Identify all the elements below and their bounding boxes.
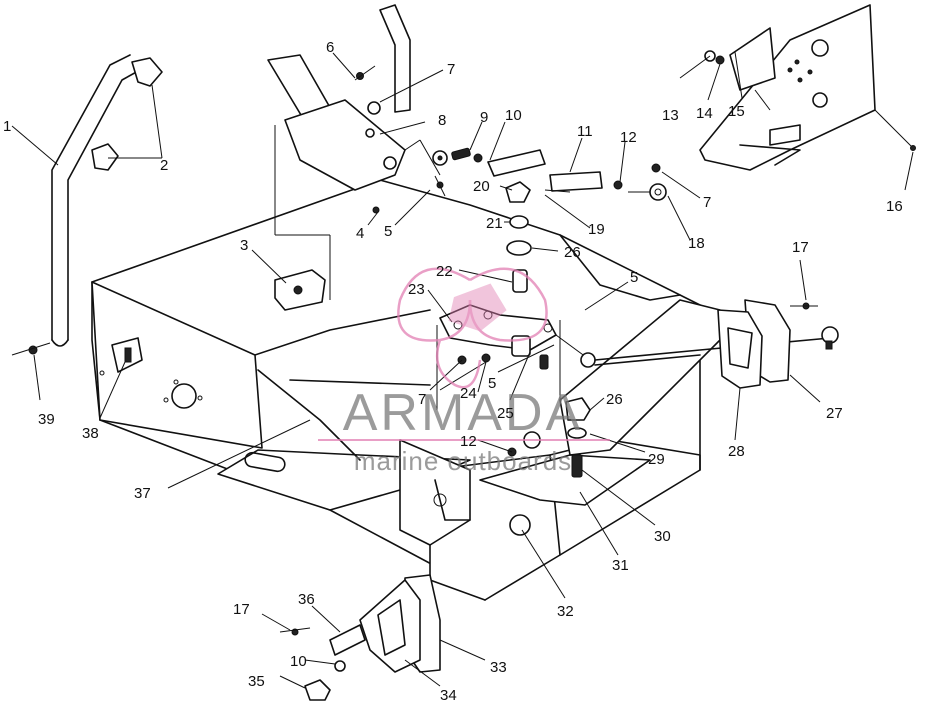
- callout-26-upper: 26: [564, 244, 581, 261]
- callout-17-lower: 17: [233, 601, 250, 618]
- callout-25: 25: [497, 405, 514, 422]
- callout-22: 22: [436, 263, 453, 280]
- mount-brackets-right: [717, 299, 818, 389]
- leader-lines: [11, 51, 914, 689]
- callout-36: 36: [298, 591, 315, 608]
- callout-5-right: 5: [630, 269, 638, 286]
- watermark-logo: [397, 267, 548, 389]
- callout-16: 16: [886, 198, 903, 215]
- callout-33: 33: [490, 659, 507, 676]
- frame-body: [91, 179, 721, 601]
- watermark-tagline-text: marine outboards: [354, 446, 572, 476]
- linkage-hardware: [354, 65, 667, 293]
- callout-3: 3: [240, 237, 248, 254]
- callout-6: 6: [326, 39, 334, 56]
- callout-17-right: 17: [792, 239, 809, 256]
- tiller-hoop: [51, 54, 163, 347]
- callout-7-center: 7: [418, 391, 426, 408]
- callout-5-upper: 5: [384, 223, 392, 240]
- callout-11: 11: [577, 123, 593, 140]
- callout-23: 23: [408, 281, 425, 298]
- callout-29: 29: [648, 451, 665, 468]
- callout-5-lower: 5: [488, 375, 496, 392]
- callout-20: 20: [473, 178, 490, 195]
- callout-24: 24: [460, 385, 477, 402]
- lower-hardware: [507, 397, 591, 478]
- callout-13: 13: [662, 107, 679, 124]
- callout-10-upper: 10: [505, 107, 522, 124]
- callout-27: 27: [826, 405, 843, 422]
- engine-plate: [699, 4, 916, 171]
- callout-26-lower: 26: [606, 391, 623, 408]
- callout-30: 30: [654, 528, 671, 545]
- callout-7-right: 7: [703, 194, 711, 211]
- callout-2: 2: [160, 157, 168, 174]
- callout-34: 34: [440, 687, 457, 704]
- watermark-brand-text: ARMADA: [343, 384, 583, 442]
- callout-21: 21: [486, 215, 503, 232]
- callout-37: 37: [134, 485, 151, 502]
- callout-35: 35: [248, 673, 265, 690]
- callout-9: 9: [480, 109, 488, 126]
- watermark: ARMADA marine outboards: [318, 267, 610, 476]
- callout-12-lower: 12: [460, 433, 477, 450]
- callout-1: 1: [3, 118, 11, 135]
- callout-28: 28: [728, 443, 745, 460]
- callout-38: 38: [82, 425, 99, 442]
- callout-32: 32: [557, 603, 574, 620]
- lower-pivot: [279, 574, 441, 701]
- callout-7-top: 7: [447, 61, 455, 78]
- callout-18: 18: [688, 235, 705, 252]
- callout-19: 19: [588, 221, 605, 238]
- callout-12-upper: 12: [620, 129, 637, 146]
- callout-39: 39: [38, 411, 55, 428]
- callout-4: 4: [356, 225, 364, 242]
- misc-fasteners: [11, 337, 143, 373]
- callout-10-lower: 10: [290, 653, 307, 670]
- callout-14: 14: [696, 105, 713, 122]
- shift-arm: [267, 4, 441, 311]
- callout-8: 8: [438, 112, 446, 129]
- callout-31: 31: [612, 557, 629, 574]
- callout-labels: 1 2 3 4 5 5 5 6 7 7 7 8 9 10 10 11 12 12…: [3, 39, 903, 704]
- callout-15: 15: [728, 103, 745, 120]
